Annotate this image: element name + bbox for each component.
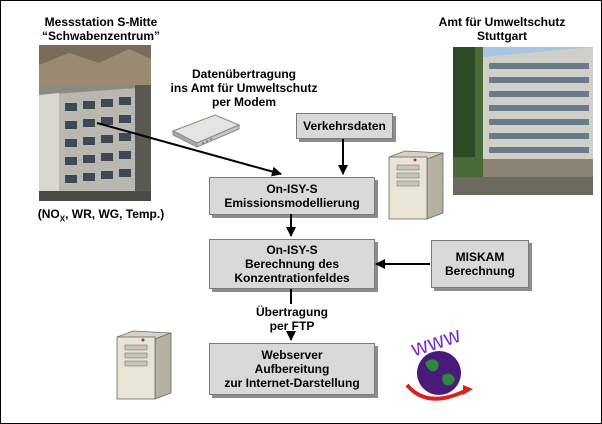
params-prefix: (NO [37,207,60,221]
emission-box-line1: On-ISY-S [266,182,318,196]
agency-title: Amt für Umweltschutz Stuttgart [427,15,577,43]
miskam-box: MISKAM Berechnung [431,240,529,288]
concentration-field-box: On-ISY-S Berechnung des Konzentrationfel… [209,239,375,289]
agency-title-line1: Amt für Umweltschutz [438,15,566,29]
webserver-box-line1: Webserver [261,348,323,362]
emission-box-line2: Emissionsmodellierung [224,196,360,210]
transfer-label-line1: Datenübertragung [191,67,296,81]
agency-photo [453,47,593,195]
webserver-box-line3: zur Internet-Darstellung [224,376,360,390]
concentration-box-line3: Konzentrationfeldes [234,271,350,285]
ftp-label-line1: Übertragung [256,305,328,319]
agency-title-line2: Stuttgart [477,29,527,43]
emission-modeling-box: On-ISY-S Emissionsmodellierung [209,177,375,215]
miskam-box-line1: MISKAM [455,250,505,264]
miskam-box-line2: Berechnung [444,264,515,278]
webserver-box-line2: Aufbereitung [254,362,330,376]
transfer-label-line3: per Modem [211,95,276,109]
station-title: Messstation S-Mitte “Schwabenzentrum” [15,15,187,43]
station-parameters: (NOX, WR, WG, Temp.) [15,207,187,226]
modem-icon [169,109,241,149]
params-suffix: , WR, WG, Temp.) [65,207,165,221]
concentration-box-line1: On-ISY-S [266,243,318,257]
webserver-box: Webserver Aufbereitung zur Internet-Dars… [209,343,375,395]
station-photo [39,45,151,201]
transfer-label: Datenübertragung ins Amt für Umweltschut… [159,67,329,109]
transfer-label-line2: ins Amt für Umweltschutz [170,81,318,95]
traffic-data-label: Verkehrsdaten [303,119,386,133]
ftp-label-line2: per FTP [269,319,315,333]
concentration-box-line2: Berechnung des [244,257,340,271]
traffic-data-box: Verkehrsdaten [296,113,393,139]
station-title-line1: Messstation S-Mitte [44,15,158,29]
ftp-label: Übertragung per FTP [237,305,347,333]
webserver-icon [115,329,173,401]
params-subscript: X [59,214,66,224]
www-globe-icon: WWW [401,315,475,405]
server-icon [387,149,445,221]
station-title-line2: “Schwabenzentrum” [41,29,161,43]
